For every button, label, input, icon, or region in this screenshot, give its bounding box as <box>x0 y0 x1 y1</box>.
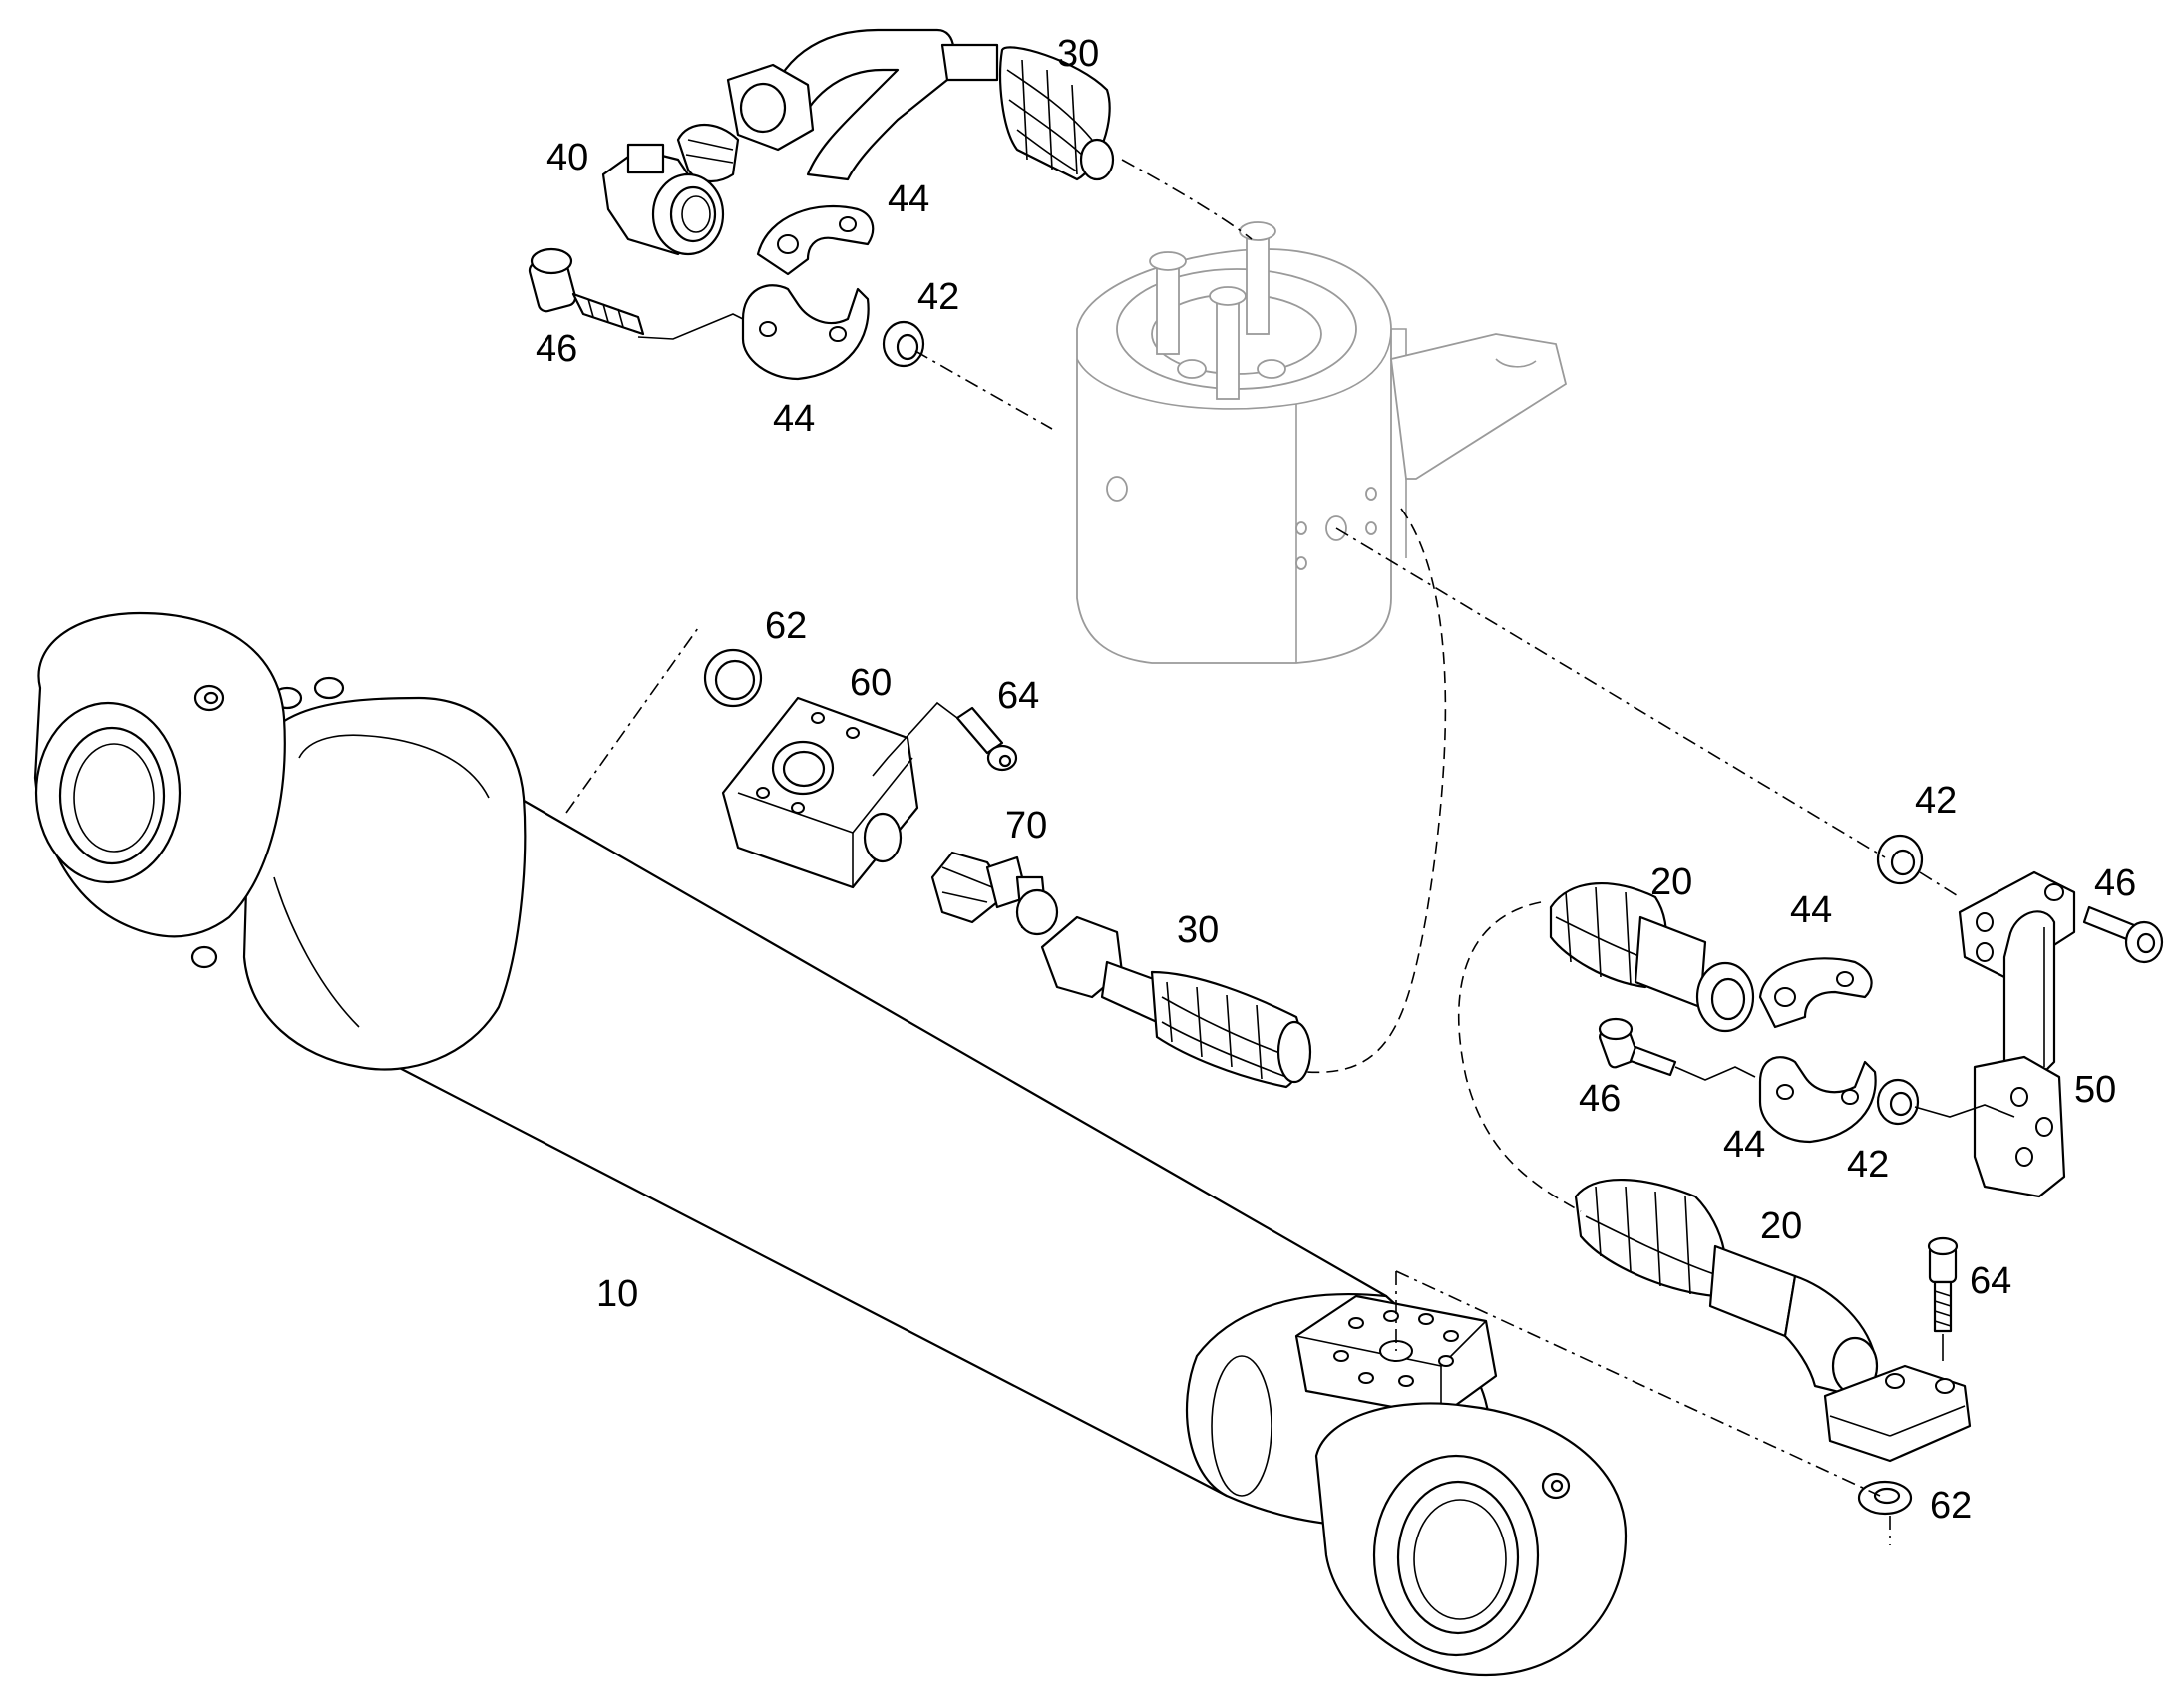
callout-30-middle: 30 <box>1177 909 1219 951</box>
callout-20-lower: 20 <box>1760 1205 1802 1247</box>
callout-10: 10 <box>596 1273 638 1315</box>
callout-30-top: 30 <box>1057 33 1099 75</box>
cap-screw-right-middle <box>1598 1017 1677 1077</box>
callout-46-right-middle: 46 <box>1579 1078 1621 1120</box>
callout-20-upper: 20 <box>1650 861 1692 903</box>
callout-60: 60 <box>850 662 892 704</box>
o-ring-top <box>882 320 925 368</box>
callout-44-top-lower: 44 <box>773 398 815 440</box>
top-hose-assembly <box>726 28 1115 181</box>
o-ring-right-lower <box>1876 1078 1920 1126</box>
screw-64-middle <box>955 706 1018 772</box>
adapter-block <box>721 696 919 889</box>
callout-50: 50 <box>2074 1069 2116 1111</box>
flange-halves-right <box>1758 957 1877 1144</box>
upper-right-hose <box>1549 882 1755 1033</box>
check-valve <box>930 851 1059 936</box>
middle-hose <box>1040 915 1312 1089</box>
callout-62-left: 62 <box>765 605 807 647</box>
o-ring-right-upper <box>1876 834 1924 885</box>
callout-44-right-lower: 44 <box>1723 1124 1765 1166</box>
cap-screw-far-right <box>2082 905 2164 964</box>
o-ring-62-right <box>1857 1480 1913 1516</box>
callout-62-right: 62 <box>1930 1485 1972 1527</box>
elbow-fitting <box>601 124 740 256</box>
callout-64-middle: 64 <box>997 675 1039 717</box>
callout-42-right-upper: 42 <box>1915 780 1957 822</box>
callout-44-top-upper: 44 <box>888 178 929 220</box>
flanged-tube <box>1958 870 2076 1198</box>
callout-46-far-right: 46 <box>2094 862 2136 904</box>
callout-70: 70 <box>1005 805 1047 847</box>
callout-42-top: 42 <box>917 276 959 318</box>
flange-halves-top <box>741 204 875 381</box>
cap-screw-top <box>528 247 645 336</box>
callout-64-lower: 64 <box>1970 1260 2011 1302</box>
callout-44-right-upper: 44 <box>1790 889 1832 931</box>
hydraulic-cylinder <box>33 611 1628 1677</box>
callout-labels: 30 40 44 42 46 44 62 60 64 70 30 42 46 2… <box>536 33 2136 1527</box>
callout-40: 40 <box>546 137 588 178</box>
callout-46-top: 46 <box>536 328 577 370</box>
lower-right-hose <box>1574 1179 1972 1463</box>
o-ring-62-left <box>703 648 763 708</box>
valve-block <box>1076 221 1568 664</box>
callout-42-right-lower: 42 <box>1847 1144 1889 1186</box>
assembly-lines <box>565 159 1961 1545</box>
leader-lines <box>637 313 2015 1361</box>
screw-64-lower <box>1927 1236 1959 1333</box>
